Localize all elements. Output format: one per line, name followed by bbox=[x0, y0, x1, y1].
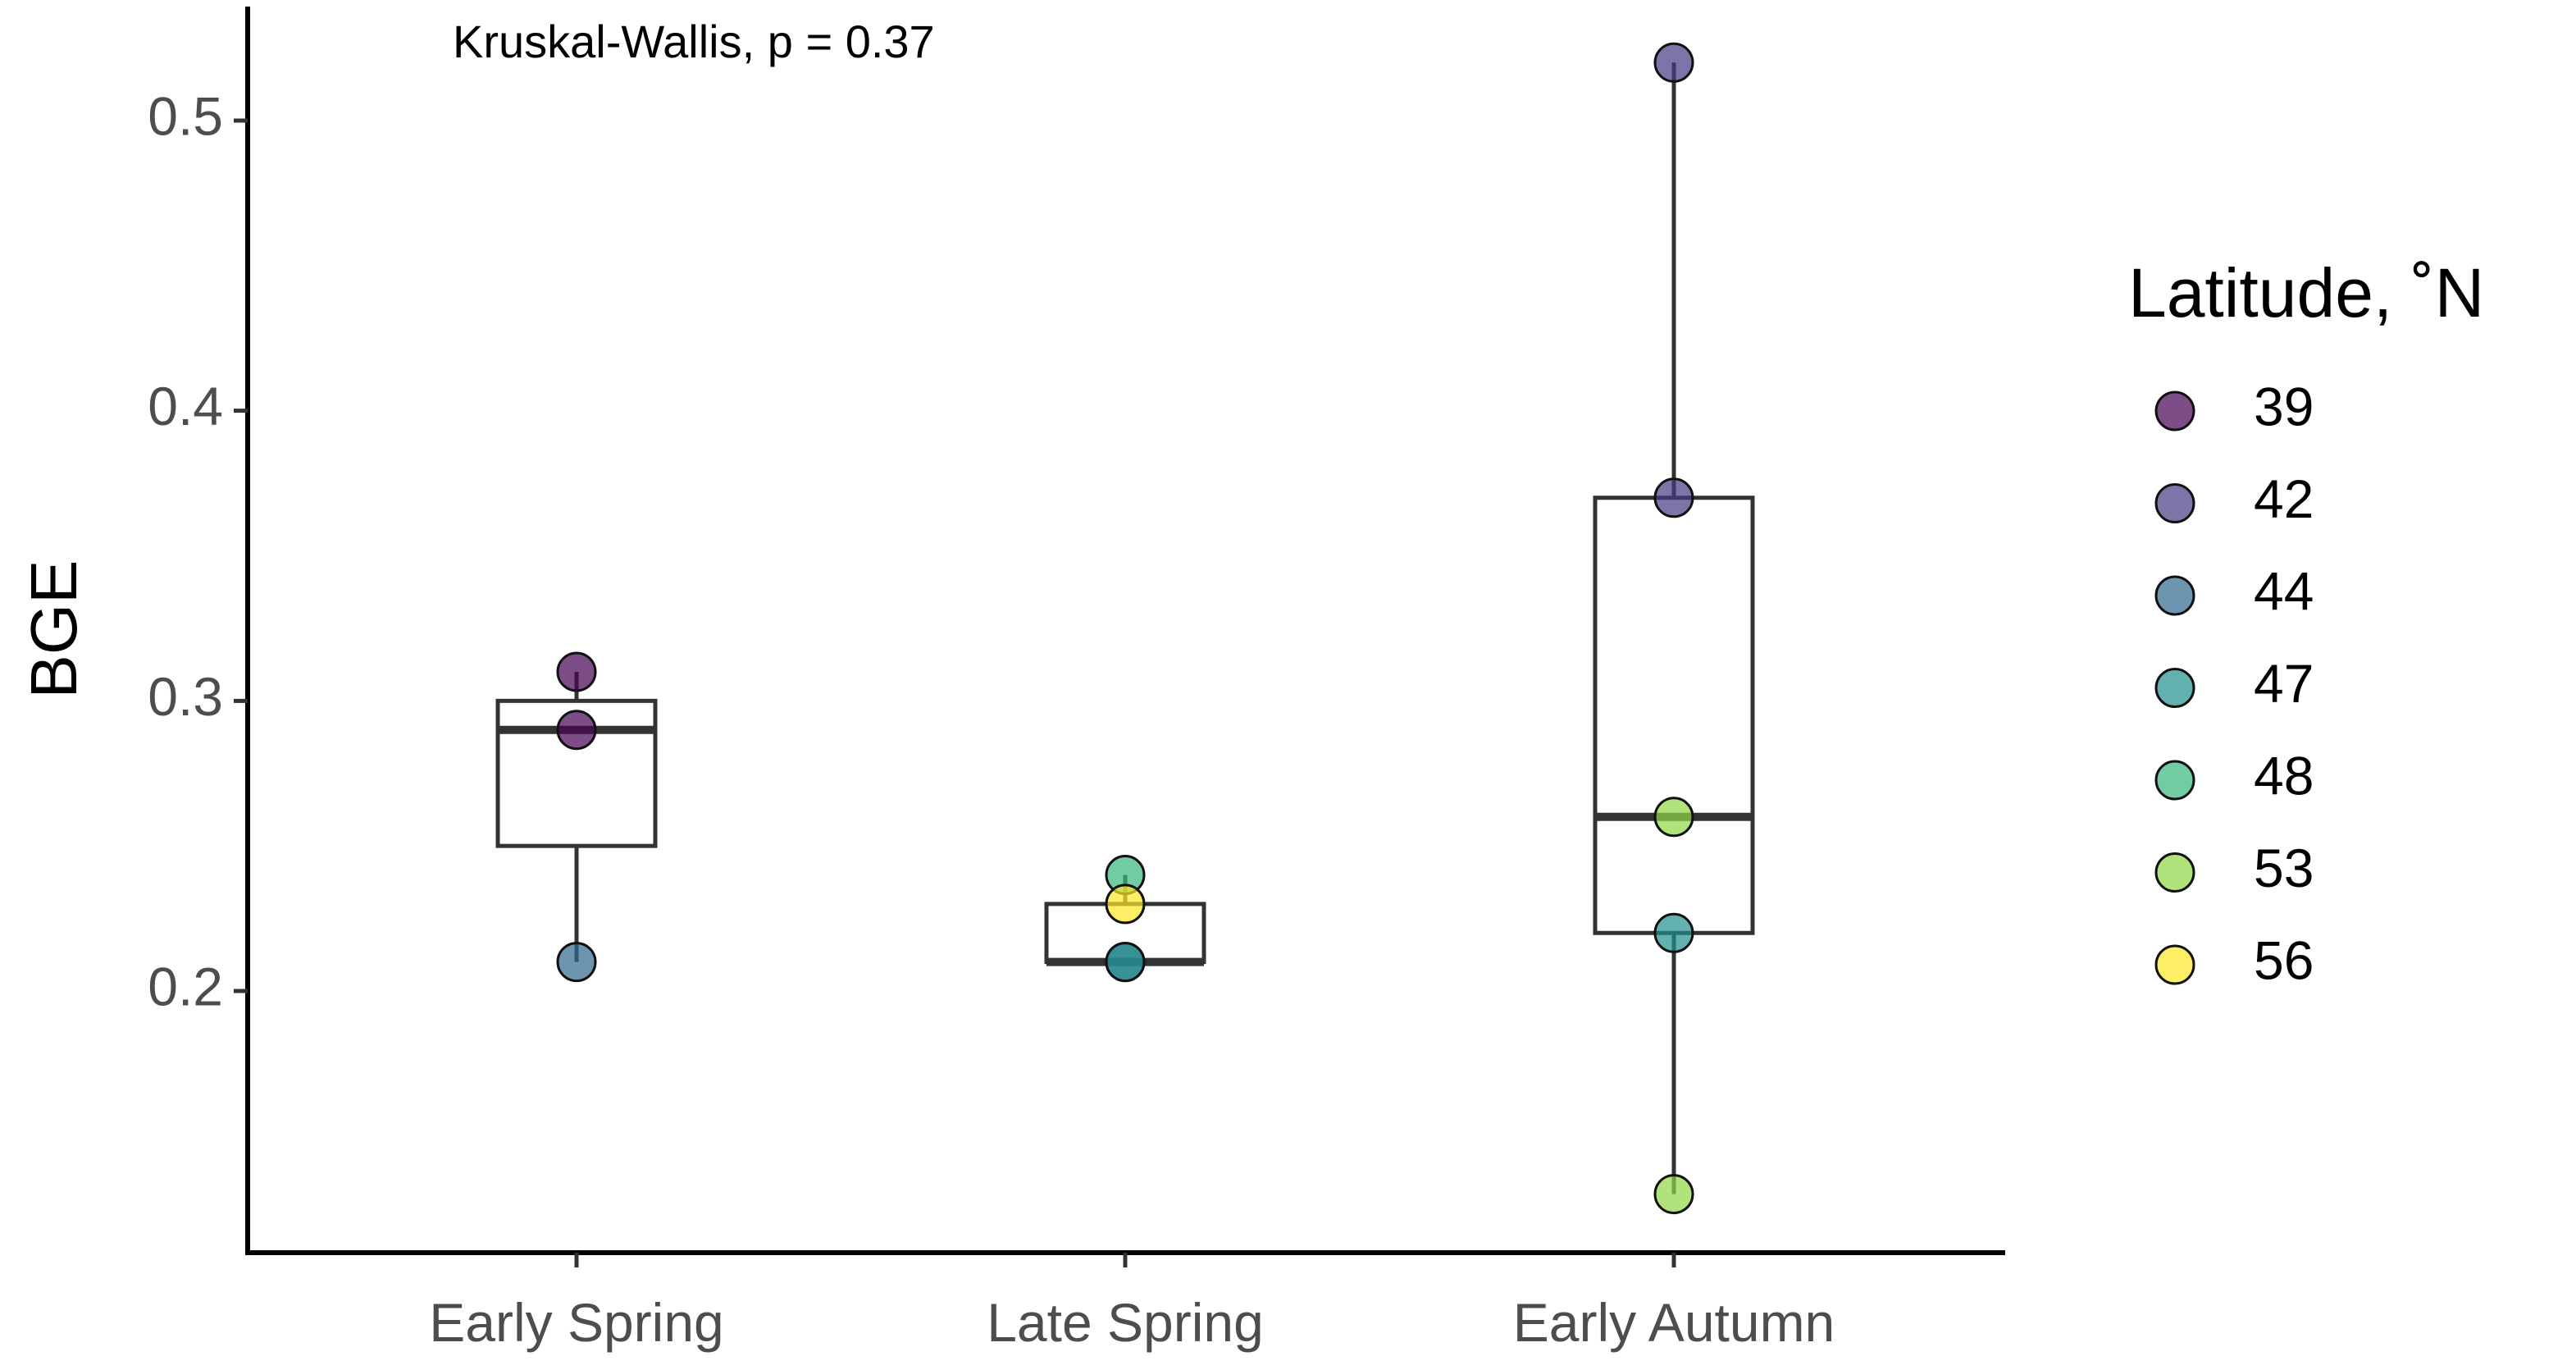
legend-swatch bbox=[2154, 852, 2195, 893]
y-tick-label: 0.2 bbox=[148, 956, 223, 1016]
data-point bbox=[1653, 797, 1694, 838]
legend-label: 56 bbox=[2254, 929, 2314, 990]
legend-label: 44 bbox=[2254, 560, 2314, 621]
legend-item-48: 48 bbox=[2154, 745, 2314, 806]
x-tick-label: Early Autumn bbox=[1513, 1292, 1835, 1353]
data-point bbox=[556, 942, 597, 983]
data-point bbox=[556, 710, 597, 751]
legend-swatch bbox=[2154, 483, 2195, 523]
y-axis-title: BGE bbox=[17, 560, 90, 699]
y-tick-label: 0.3 bbox=[148, 666, 223, 727]
y-tick-label: 0.4 bbox=[148, 376, 223, 436]
legend-label: 47 bbox=[2254, 653, 2314, 714]
legend-label: 39 bbox=[2254, 376, 2314, 436]
legend-swatch bbox=[2154, 668, 2195, 708]
legend-label: 53 bbox=[2254, 838, 2314, 898]
data-point bbox=[1653, 477, 1694, 518]
legend-label: 42 bbox=[2254, 468, 2314, 529]
x-tick-label: Early Spring bbox=[429, 1292, 724, 1353]
legend-item-47: 47 bbox=[2154, 653, 2314, 714]
data-point bbox=[1653, 1174, 1694, 1215]
data-point bbox=[1105, 884, 1146, 925]
y-axis-ticks: 0.2 0.3 0.4 0.5 bbox=[148, 85, 248, 1016]
x-axis-ticks: Early Spring Late Spring Early Autumn bbox=[429, 1253, 1835, 1353]
legend-item-56: 56 bbox=[2154, 929, 2314, 990]
legend-title: Latitude, ˚N bbox=[2128, 254, 2484, 331]
legend-swatch bbox=[2154, 390, 2195, 432]
legend: Latitude, ˚N 39 42 44 47 48 53 56 bbox=[2128, 254, 2484, 990]
points-layer bbox=[556, 42, 1694, 1215]
boxes-layer bbox=[495, 62, 1755, 1194]
box-early-autumn bbox=[1593, 62, 1755, 1194]
legend-item-42: 42 bbox=[2154, 468, 2314, 529]
x-tick-label: Late Spring bbox=[987, 1292, 1264, 1353]
data-point bbox=[556, 651, 597, 692]
iqr-box bbox=[1593, 495, 1755, 935]
legend-swatch bbox=[2154, 575, 2195, 616]
legend-swatch bbox=[2154, 944, 2195, 985]
data-point bbox=[1653, 912, 1694, 953]
legend-swatch bbox=[2154, 760, 2195, 801]
legend-item-44: 44 bbox=[2154, 560, 2314, 621]
legend-label: 48 bbox=[2254, 745, 2314, 806]
data-point bbox=[1653, 42, 1694, 83]
y-tick-label: 0.5 bbox=[148, 85, 223, 146]
legend-item-53: 53 bbox=[2154, 838, 2314, 898]
legend-item-39: 39 bbox=[2154, 376, 2314, 436]
data-point bbox=[1105, 942, 1146, 983]
kruskal-wallis-annotation: Kruskal-Wallis, p = 0.37 bbox=[453, 16, 935, 67]
